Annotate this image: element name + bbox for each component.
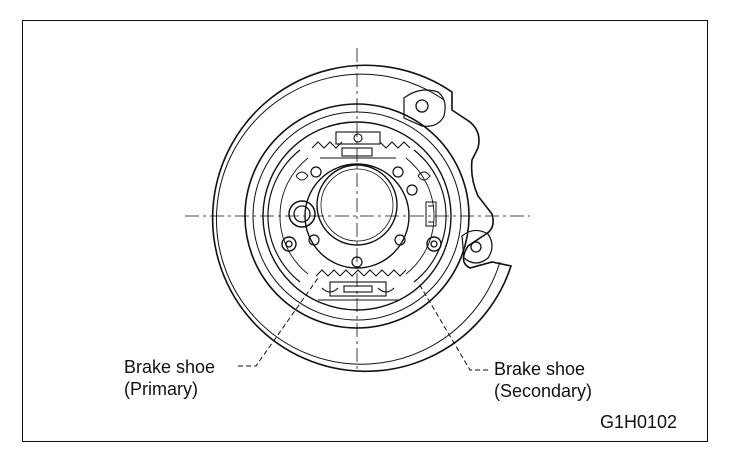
backing-plate-inner-edge bbox=[215, 73, 501, 365]
label-primary-line1: Brake shoe bbox=[124, 357, 216, 377]
drum-rim-mid bbox=[252, 111, 462, 321]
hub-bore bbox=[316, 164, 398, 246]
drum-rim-inner bbox=[262, 121, 452, 311]
leader-lines bbox=[238, 277, 488, 371]
shoe-lining-right bbox=[413, 149, 447, 283]
side-hardware bbox=[295, 171, 437, 227]
leader-primary bbox=[238, 277, 319, 367]
anchor-pin-right bbox=[426, 236, 442, 252]
anchor-pin-left bbox=[281, 236, 297, 252]
label-secondary-line2: (Secondary) bbox=[494, 381, 593, 401]
ear-hole-right bbox=[470, 241, 482, 253]
top-adjuster bbox=[311, 131, 411, 159]
mounting-ear-right bbox=[461, 229, 493, 264]
bottom-adjuster bbox=[315, 269, 407, 301]
label-primary-line2: (Primary) bbox=[124, 379, 198, 399]
drum-rim-outer bbox=[244, 103, 470, 329]
mounting-ear-top bbox=[403, 89, 446, 127]
shoe-lining-left bbox=[267, 149, 301, 283]
label-brake-shoe-primary: Brake shoe (Primary) bbox=[124, 356, 215, 400]
figure-code: G1H0102 bbox=[600, 412, 678, 432]
ear-hole-top bbox=[415, 99, 429, 113]
lug-holes bbox=[308, 166, 418, 268]
figure-frame bbox=[22, 20, 708, 442]
hub-outer bbox=[304, 163, 410, 269]
label-brake-shoe-secondary: Brake shoe (Secondary) bbox=[494, 358, 592, 402]
pivot-boss-left bbox=[288, 200, 316, 228]
leader-secondary bbox=[417, 281, 488, 371]
center-lines bbox=[185, 48, 530, 372]
backing-plate-outer bbox=[211, 64, 513, 373]
label-secondary-line1: Brake shoe bbox=[494, 359, 586, 379]
